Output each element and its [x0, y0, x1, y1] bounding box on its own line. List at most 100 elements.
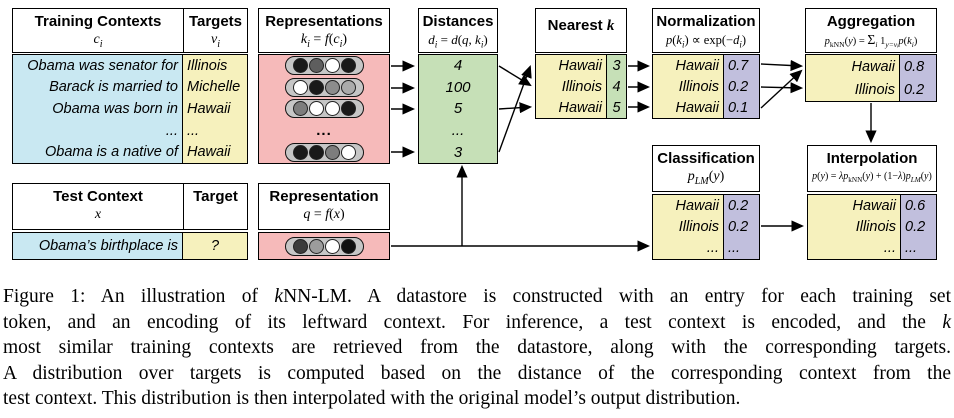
caption-line: most similar training contexts are retri…: [3, 337, 951, 358]
arrow-normalization-to-aggregation: [760, 69, 803, 109]
nearest-k-header: Nearest k: [535, 8, 627, 53]
test-representation-formula: q = f(x): [303, 207, 345, 222]
table-row: Illinois 4: [536, 76, 626, 97]
neighbor-distance: 5: [607, 97, 626, 118]
neighbor-label: Illinois: [536, 76, 607, 97]
test-context-header: Test Context x Target: [12, 183, 248, 230]
table-row: Obama was born in Hawaii: [13, 98, 247, 120]
target-label: Illinois: [653, 76, 724, 97]
training-target-cell: Hawaii: [183, 141, 247, 163]
vector-row: [259, 98, 389, 120]
probability-value: 0.6: [901, 195, 936, 217]
probability-value: ...: [724, 237, 759, 259]
training-table: Obama was senator for Illinois Barack is…: [12, 54, 248, 164]
query-embedding-vector: [284, 236, 364, 256]
neighbor-distance: 3: [607, 55, 626, 76]
table-row: ... ...: [808, 237, 936, 259]
interpolation-formula: p(y) = λpkNN(y) + (1−λ)pLM(y): [812, 171, 932, 184]
aggregation-formula: pkNN(y) = Σi 1y=vᵢp(ki): [824, 32, 918, 50]
arrow-distance-to-nearest: [498, 65, 532, 87]
training-target-cell: Hawaii: [183, 98, 247, 120]
neighbor-distance: 4: [607, 76, 626, 97]
distance-value: 4: [453, 57, 463, 75]
table-row: Illinois 0.2: [808, 216, 936, 238]
distance-value: 3: [453, 143, 463, 161]
training-context-cell: Barack is married to: [13, 76, 183, 99]
table-row: Obama was senator for Illinois: [13, 55, 247, 77]
distance-value: 100: [445, 78, 471, 96]
probability-value: 0.7: [724, 55, 759, 76]
embedding-vector: [284, 99, 364, 119]
normalization-title: Normalization: [656, 13, 756, 30]
table-row: Hawaii 0.2: [653, 195, 759, 217]
targets-title: Targets: [188, 13, 243, 30]
training-contexts-title: Training Contexts: [34, 13, 162, 30]
vector-row: [259, 141, 389, 163]
test-representation-panel: [258, 232, 390, 260]
classification-formula: pLM(y): [687, 169, 725, 187]
training-context-cell: Obama was senator for: [13, 55, 183, 77]
table-row: Illinois 0.2: [806, 78, 936, 101]
table-row: Illinois 0.2: [653, 76, 759, 97]
figure-caption: Figure 1: An illustration of kNN-LM. A d…: [3, 284, 951, 412]
table-row: Hawaii 0.1: [653, 97, 759, 118]
nearest-k-table: Hawaii 3 Illinois 4 Hawaii 5: [535, 54, 627, 119]
caption-line: Figure 1: An illustration of kNN-LM. A d…: [3, 286, 952, 307]
probability-value: 0.8: [900, 55, 936, 78]
training-target-cell: Michelle: [183, 76, 247, 99]
distances-formula: di = d(q, ki): [428, 32, 488, 51]
representations-panel: ...: [258, 54, 390, 164]
probability-value: 0.2: [901, 216, 936, 238]
embedding-vector: [284, 142, 364, 162]
table-row: Obama is a native of Hawaii: [13, 141, 247, 163]
vector-row: [259, 55, 389, 77]
arrow-normalization-to-aggregation: [760, 82, 804, 94]
training-target-cell: Illinois: [183, 55, 247, 77]
target-label: Hawaii: [653, 55, 724, 76]
target-label: Illinois: [806, 78, 900, 101]
test-context-table: Obama’s birthplace is ?: [12, 232, 248, 260]
probability-value: 0.1: [724, 97, 759, 118]
caption-line: token, and an encoding of its leftward c…: [3, 311, 951, 333]
table-row: Hawaii 0.8: [806, 55, 936, 78]
vector-row: [259, 233, 389, 259]
representations-title: Representations: [265, 13, 383, 30]
representations-formula: ki = f(ci): [300, 32, 348, 50]
test-representation-header: Representation q = f(x): [258, 183, 390, 230]
test-context-symbol: x: [94, 207, 102, 222]
caption-line: A distribution over targets is computed …: [3, 362, 951, 384]
table-row: ... ...: [653, 237, 759, 259]
probability-value: 0.2: [900, 78, 936, 101]
training-context-cell: Obama was born in: [13, 98, 183, 120]
target-label: Hawaii: [808, 195, 901, 217]
aggregation-header: Aggregation pkNN(y) = Σi 1y=vᵢp(ki): [805, 8, 937, 53]
arrow-normalization-to-aggregation: [760, 59, 804, 72]
distances-header: Distances di = d(q, ki): [418, 8, 498, 53]
nearest-k-title: Nearest k: [547, 17, 615, 34]
test-context-cell: Obama’s birthplace is: [13, 233, 183, 259]
table-row: Hawaii 3: [536, 55, 626, 76]
normalization-table: Hawaii 0.7 Illinois 0.2 Hawaii 0.1: [652, 54, 760, 119]
interpolation-table: Hawaii 0.6 Illinois 0.2 ... ...: [807, 194, 937, 260]
target-label: Hawaii: [653, 195, 724, 217]
normalization-header: Normalization p(ki) ∝ exp(−di): [652, 8, 760, 53]
test-target-title: Target: [193, 188, 238, 205]
classification-header: Classification pLM(y): [652, 145, 760, 192]
test-representation-title: Representation: [269, 188, 379, 205]
arrow-distance-to-nearest: [498, 65, 532, 153]
table-row: Barack is married to Michelle: [13, 76, 247, 99]
ellipsis-row: ...: [451, 122, 465, 140]
table-row: ... ...: [13, 119, 247, 142]
table-row: Illinois 0.2: [653, 216, 759, 238]
representations-header: Representations ki = f(ci): [258, 8, 390, 53]
distances-panel: 4 100 5 ... 3: [418, 54, 498, 164]
training-context-cell: Obama is a native of: [13, 141, 183, 163]
probability-value: 0.2: [724, 195, 759, 217]
interpolation-header: Interpolation p(y) = λpkNN(y) + (1−λ)pLM…: [807, 145, 937, 192]
neighbor-label: Hawaii: [536, 55, 607, 76]
target-label: Hawaii: [653, 97, 724, 118]
table-row: Hawaii 0.6: [808, 195, 936, 217]
interpolation-title: Interpolation: [826, 150, 918, 167]
test-target-cell: ?: [183, 233, 247, 259]
